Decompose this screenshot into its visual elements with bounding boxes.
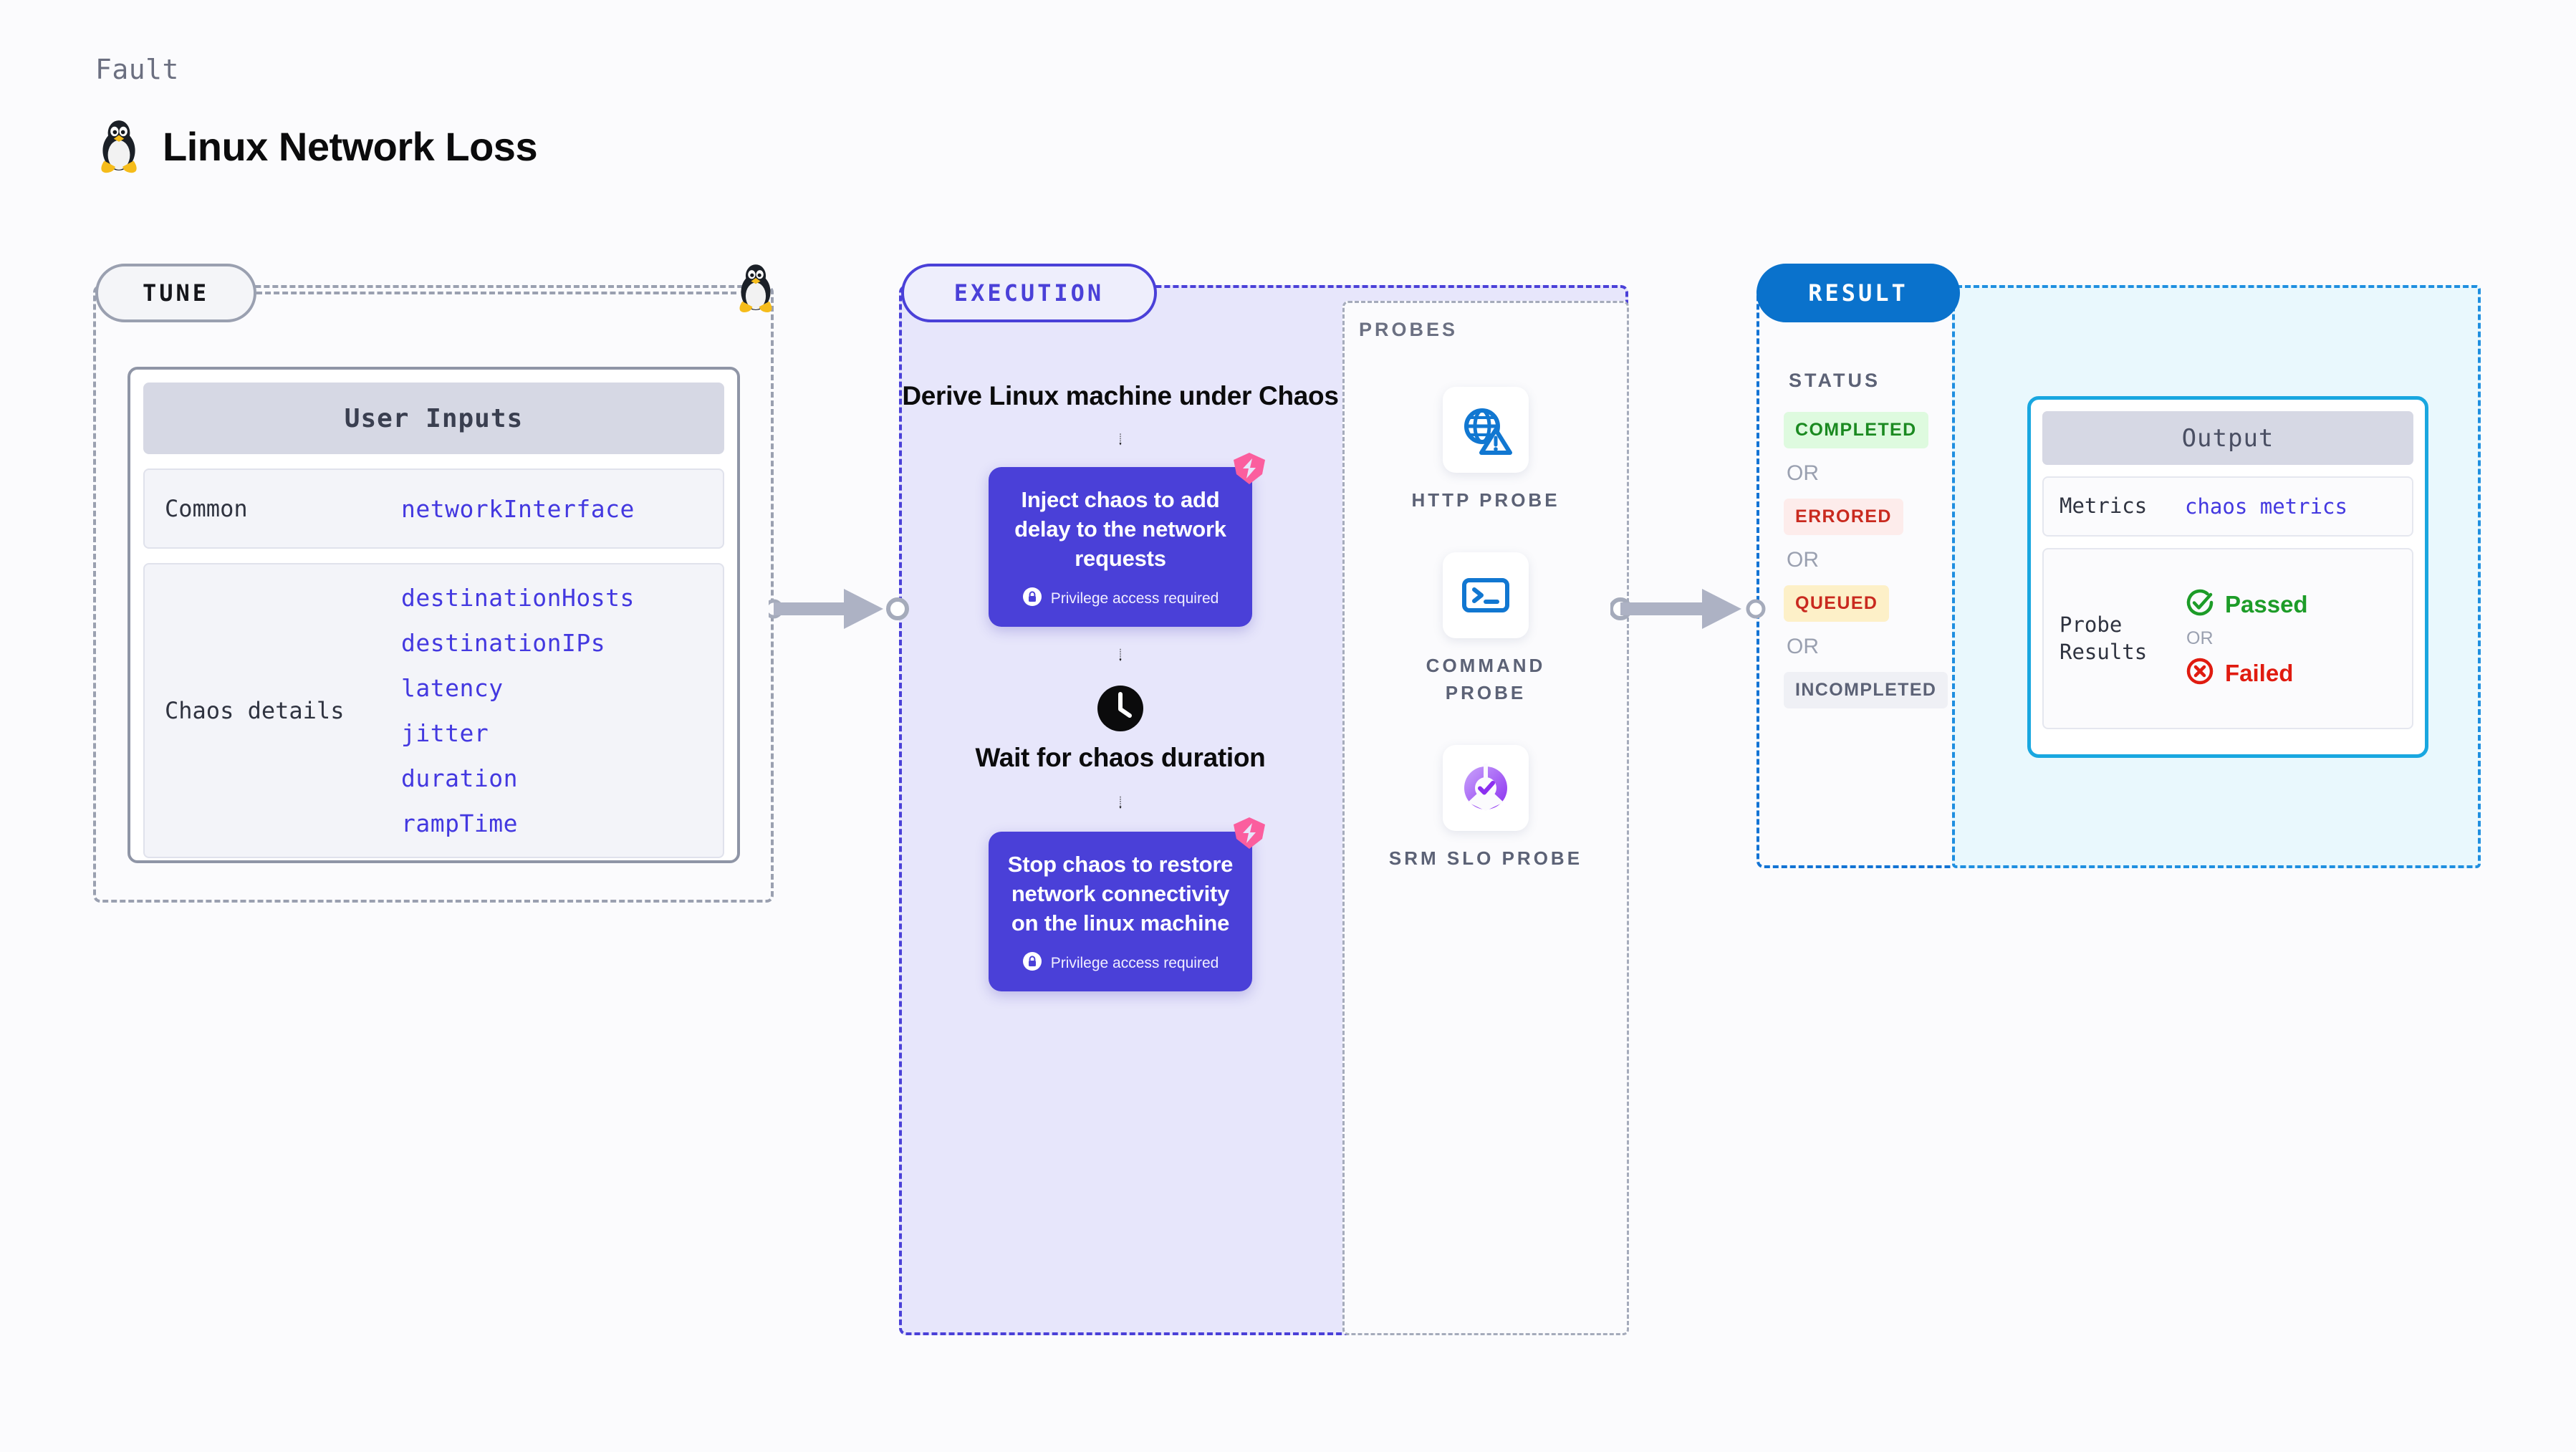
x-circle-icon [2185,656,2215,690]
probe-result-failed: Failed [2185,656,2308,690]
input-param[interactable]: destinationIPs [401,629,606,657]
row-values-chaos-details: destinationHosts destinationIPs latency … [401,584,635,837]
row-values-common: networkInterface [401,495,635,523]
output-label-metrics: Metrics [2060,494,2148,519]
status-badge: QUEUED [1784,585,1890,622]
or-separator: OR [1787,461,1819,485]
or-separator: OR [1787,548,1819,572]
page-header: Linux Network Loss [95,118,538,174]
probe-result-failed-label: Failed [2225,659,2294,686]
node-privilege-note: Privilege access required [1004,951,1236,976]
or-separator: OR [1787,635,1819,658]
probe-http[interactable]: HTTP PROBE [1382,387,1590,514]
terminal-icon [1443,552,1529,638]
probe-result-states: Passed OR Failed [2185,587,2308,690]
output-row-metrics: Metrics chaos metrics [2042,476,2413,537]
row-label-common: Common [165,495,248,522]
user-inputs-row-chaos-details: Chaos details destinationHosts destinati… [143,563,724,858]
privilege-text: Privilege access required [1050,590,1219,607]
lock-icon [1022,587,1042,611]
flow-node-stop-chaos[interactable]: Stop chaos to restore network connectivi… [989,817,1265,991]
or-separator: OR [2186,628,2214,648]
probe-result-passed-label: Passed [2225,590,2308,617]
input-param[interactable]: latency [401,674,504,702]
row-label-chaos-details: Chaos details [165,697,345,724]
flow-node-inject-chaos[interactable]: Inject chaos to add delay to the network… [989,453,1265,627]
page-title: Linux Network Loss [163,123,538,169]
probe-label: HTTP PROBE [1411,489,1560,511]
input-param[interactable]: rampTime [401,809,518,837]
globe-warning-icon [1443,387,1529,473]
harness-chaos-logo-icon [1231,450,1268,491]
status-badge: COMPLETED [1784,412,1928,448]
srm-slo-check-icon [1443,745,1529,831]
input-param[interactable]: duration [401,764,518,792]
page-eyebrow: Fault [95,54,179,85]
probes-section-label: PROBES [1359,319,1458,340]
flow-arrow-2 [1119,648,1122,661]
flow-arrow-1 [1119,433,1122,446]
execution-stage-pill[interactable]: EXECUTION [901,264,1157,322]
probe-srm-slo[interactable]: SRM SLO PROBE [1382,745,1590,872]
output-label-probe-results: Probe Results [2060,612,2148,664]
output-value-metrics[interactable]: chaos metrics [2185,494,2347,519]
node-title: Inject chaos to add delay to the network… [1014,487,1226,572]
user-inputs-title: User Inputs [143,383,724,454]
privilege-text: Privilege access required [1050,954,1219,971]
execution-flow: Derive Linux machine under Chaos Inject … [899,380,1342,991]
node-privilege-note: Privilege access required [1004,587,1236,611]
connector-tune-to-execution [764,580,912,641]
output-row-probe-results: Probe Results Passed OR [2042,548,2413,729]
status-badge-list: COMPLETED OR ERRORED OR QUEUED OR INCOMP… [1784,412,1956,708]
node-title: Stop chaos to restore network connectivi… [1007,852,1234,936]
status-badge: INCOMPLETED [1784,672,1948,708]
harness-chaos-logo-icon [1231,814,1268,855]
input-param[interactable]: destinationHosts [401,584,635,612]
probe-result-passed: Passed [2185,587,2308,621]
output-title: Output [2042,411,2413,465]
tune-stage-pill[interactable]: TUNE [95,264,256,322]
tune-dashed-connector [256,292,736,294]
probe-command[interactable]: COMMAND PROBE [1382,552,1590,706]
connector-execution-to-result [1609,580,1775,641]
status-badge: ERRORED [1784,499,1903,535]
input-param[interactable]: jitter [401,719,489,747]
user-inputs-row-common: Common networkInterface [143,468,724,549]
lock-icon [1022,951,1042,976]
input-param[interactable]: networkInterface [401,494,635,523]
probe-label: COMMAND PROBE [1426,655,1546,703]
flow-step-wait-duration: Wait for chaos duration [975,742,1266,772]
user-inputs-card: User Inputs Common networkInterface Chao… [128,367,740,863]
tune-stage-container [93,285,774,903]
clock-icon [1096,684,1145,733]
check-circle-icon [2185,587,2215,621]
flow-step-derive-machine: Derive Linux machine under Chaos [902,381,1339,410]
result-stage-pill[interactable]: RESULT [1756,264,1960,322]
flow-arrow-3 [1119,796,1122,809]
probe-label: SRM SLO PROBE [1388,847,1583,869]
linux-penguin-icon [95,118,143,174]
output-card: Output Metrics chaos metrics Probe Resul… [2027,396,2428,758]
tune-linux-penguin-icon [734,262,777,317]
status-section-label: STATUS [1789,370,1880,391]
